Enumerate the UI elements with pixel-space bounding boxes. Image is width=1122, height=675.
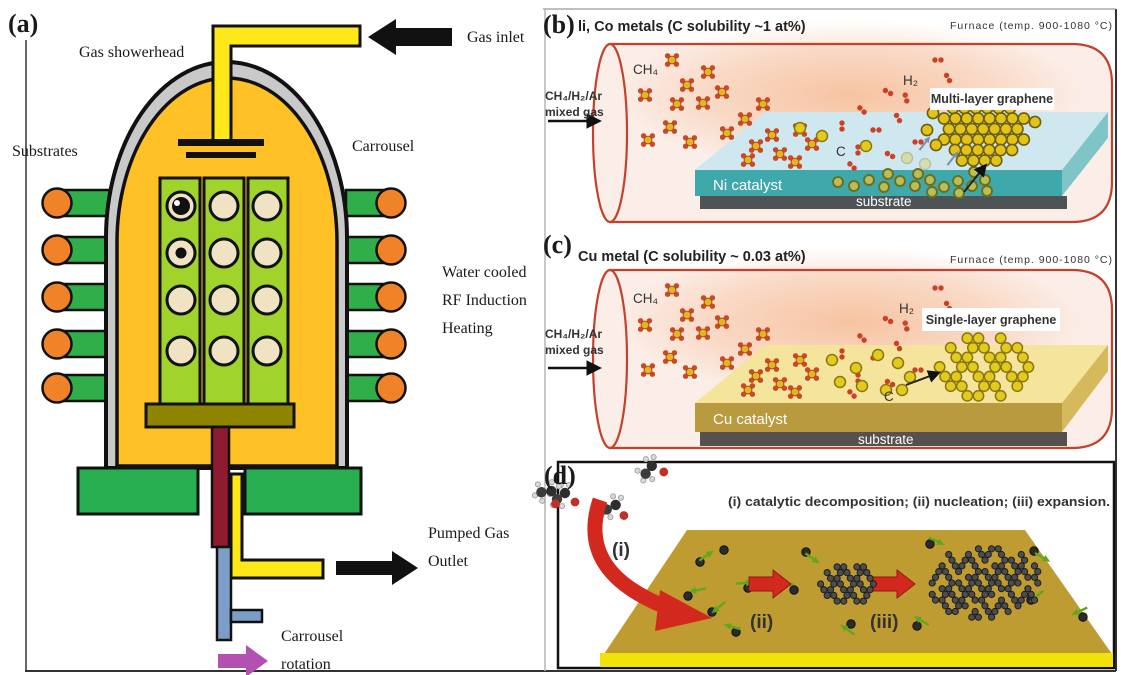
h2-label-c: H₂ (899, 301, 914, 316)
pumped-gas-line1: Pumped Gas (428, 525, 509, 542)
expansion-arrow-icon (872, 568, 916, 600)
step-ii-label: (ii) (750, 612, 773, 633)
mixed-gas-line1-b: CH₄/H₂/Ar (545, 89, 602, 103)
water-cooled-line1: Water cooled (442, 264, 526, 281)
mixed-gas-line2-b: mixed gas (545, 105, 604, 119)
singlelayer-graphene-label: Single-layer graphene (926, 313, 1057, 327)
water-cooled-line2: RF Induction (442, 292, 527, 309)
carrousel-rotation-line1: Carrousel (281, 628, 344, 645)
carrousel-rotation-line2: rotation (281, 656, 331, 673)
furnace-label-b: Furnace (temp. 900-1080 °C) (950, 20, 1112, 32)
mixed-gas-line1-c: CH₄/H₂/Ar (545, 327, 602, 341)
figure-borders (25, 8, 1117, 672)
carrousel-label: Carrousel (352, 138, 415, 155)
panel-c-label: (c) (543, 230, 572, 259)
panel-c-title: Cu metal (C solubility ~ 0.03 at%) (578, 249, 806, 265)
graphene-label-box-b (930, 88, 1054, 110)
decomposition-arrow (587, 497, 671, 615)
panel-c: Single-layer graphene (c) Cu metal (C so… (543, 230, 1114, 450)
panel-d: (d) (i) catalytic decomposition; (ii) nu… (527, 451, 1116, 670)
step-i-label: (i) (612, 540, 630, 561)
attachment-arrow-c (905, 370, 942, 386)
panel-b-label: (b) (543, 10, 575, 39)
substrate-label-c: substrate (858, 432, 914, 447)
heating-coils (41, 187, 407, 404)
rotation-handle (229, 608, 264, 624)
ch4-label-c: CH₄ (633, 291, 658, 306)
support-shaft (210, 425, 231, 549)
ch4-label-b: CH₄ (633, 62, 658, 77)
furnace-tube-b-outline (608, 42, 1114, 224)
mixed-gas-line2-c: mixed gas (545, 343, 604, 357)
nucleation-arrow-icon (748, 568, 792, 600)
furnace-label-c: Furnace (temp. 900-1080 °C) (950, 254, 1112, 266)
cu-catalyst-label: Cu catalyst (713, 411, 788, 428)
showerhead-plates (178, 139, 264, 158)
panel-a-label: (a) (8, 9, 38, 38)
step-iii-label: (iii) (870, 612, 899, 633)
graphene-label-box-c (922, 308, 1060, 331)
tube-end-cap-c (591, 268, 629, 450)
panel-b-title: li, Co metals (C solubility ~1 at%) (578, 19, 806, 35)
pumped-gas-arrow-icon (336, 551, 418, 585)
pedestal (76, 466, 363, 516)
substrates-label: Substrates (12, 143, 78, 160)
rotation-shaft (215, 545, 233, 642)
rotation-arrow-icon (218, 645, 268, 675)
panel-b: Multi-layer graphene (b) li, Co metals (… (543, 10, 1114, 224)
decomposition-arrowhead (655, 590, 712, 631)
carrousel-base (144, 402, 296, 429)
gas-showerhead-label: Gas showerhead (79, 44, 184, 61)
furnace-tube-c-outline (608, 268, 1114, 450)
c-label-b: C (836, 144, 846, 159)
substrate-wafers (165, 190, 283, 367)
multilayer-graphene-label: Multi-layer graphene (931, 92, 1053, 106)
water-cooled-line3: Heating (442, 320, 493, 337)
panel-a: (a) Gas showerhead Gas inlet Substrates … (8, 9, 527, 675)
panel-d-title: (i) catalytic decomposition; (ii) nuclea… (728, 494, 1110, 509)
segregation-arrow-b (963, 163, 988, 193)
gas-inlet-label: Gas inlet (467, 29, 525, 46)
c-label-c: C (884, 389, 894, 404)
tube-end-cap-b (591, 42, 629, 224)
h2-label-b: H₂ (903, 73, 918, 88)
substrate-label-b: substrate (856, 194, 912, 209)
gas-inlet-arrow-icon (368, 19, 452, 55)
ni-catalyst-label: Ni catalyst (713, 177, 783, 194)
pumped-gas-line2: Outlet (428, 553, 469, 570)
panel-d-label: (d) (544, 461, 576, 490)
